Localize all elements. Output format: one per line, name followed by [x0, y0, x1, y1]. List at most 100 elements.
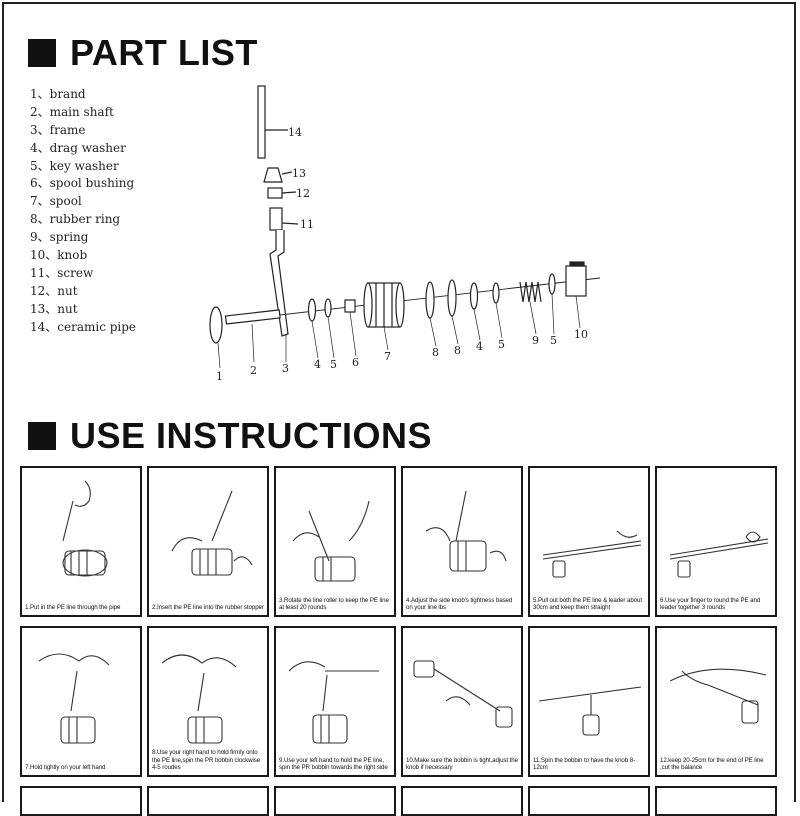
spool-bushing-part: [344, 299, 356, 313]
pipe-sketch: [308, 510, 330, 562]
knob-top: [569, 261, 585, 267]
main-shaft-part: [224, 309, 281, 325]
diagram-label: 11: [300, 218, 314, 231]
diagram-label: 3: [282, 362, 289, 375]
hand-pipe-illustration: [425, 490, 507, 572]
instruction-card: [655, 786, 777, 816]
line-pull-illustration: [542, 530, 642, 578]
diagram-label: 9: [532, 334, 539, 347]
bobbin-spin-illustration: [538, 686, 642, 736]
spool-end: [395, 282, 405, 328]
instruction-card: 4.Adjust the side knob's tightness based…: [401, 466, 523, 617]
step-caption: 2.Insert the PE line into the rubber sto…: [152, 604, 264, 612]
hand-bobbin-illustration: [38, 653, 110, 744]
spring-part: [519, 281, 542, 303]
instruction-card: 8.Use your right hand to hold firmly ont…: [147, 626, 269, 777]
brand-part: [209, 306, 223, 344]
line-sketch: [669, 538, 769, 556]
part-list-title: PART LIST: [70, 32, 258, 73]
part-item: 14、ceramic pipe: [30, 319, 137, 334]
step-caption: 12.keep 20-25cm for the end of PE line ,…: [660, 756, 764, 772]
drag-washer-part: [307, 298, 317, 322]
leader-line: [217, 342, 221, 369]
hand-sketch: [288, 661, 326, 672]
pipe-sketch: [197, 672, 205, 712]
nut-part: [263, 167, 283, 183]
hand-sketch: [425, 527, 451, 542]
instruction-card: 12.keep 20-25cm for the end of PE line ,…: [655, 626, 777, 777]
hand-sketch: [171, 537, 203, 552]
bobbin-sketch: [552, 560, 566, 578]
pipe-sketch: [455, 490, 467, 542]
instruction-card: 2.Insert the PE line into the rubber sto…: [147, 466, 269, 617]
hand-sketch: [74, 480, 91, 507]
step-caption: 1.Put in the PE line through the pipe: [25, 604, 121, 612]
knob-part: [565, 265, 587, 297]
bobbin-sketch: [413, 660, 435, 678]
diagram-label: 6: [352, 356, 359, 369]
page-border: [2, 2, 796, 802]
diagram-label: 5: [550, 334, 557, 347]
hand-sketch: [445, 696, 471, 706]
line-sketch: [433, 668, 501, 712]
leader-line: [429, 317, 437, 347]
part-item: 12、nut: [30, 283, 78, 298]
hand-pipe-illustration: [292, 500, 370, 582]
hand-pipe-illustration: [62, 480, 108, 577]
bobbin-sketch: [64, 550, 106, 576]
diagram-label: 4: [314, 358, 321, 371]
hand-sketch: [745, 531, 761, 543]
rubber-ring-part: [425, 281, 435, 319]
line-sketch: [669, 542, 769, 560]
instruction-card: 11.Spin the bobbin to have the knob 8-12…: [528, 626, 650, 777]
instruction-card: [401, 786, 523, 816]
step-caption: 7.Hold tightly on your left hand: [25, 764, 106, 772]
leader-line: [281, 171, 293, 175]
leader-line: [473, 308, 481, 341]
step-caption: 9.Use your left hand to hold the PE line…: [279, 756, 388, 772]
instruction-card: 7.Hold tightly on your left hand: [20, 626, 142, 777]
instruction-card: [147, 786, 269, 816]
leader-line: [575, 295, 581, 329]
step-caption: 10.Make sure the bobbin is tight,adjust …: [406, 756, 518, 772]
pipe-sketch: [70, 670, 78, 712]
leader-line: [349, 311, 357, 357]
instruction-card: 6.Use your finger to round the PE and le…: [655, 466, 777, 617]
pipe-sketch: [211, 490, 233, 542]
part-item: 11、screw: [30, 265, 94, 280]
bobbin-sketch: [314, 556, 356, 582]
diagram-label: 12: [296, 187, 310, 200]
hand-pipe-illustration: [171, 490, 253, 576]
part-item: 6、spool bushing: [30, 176, 135, 191]
instruction-card: 10.Make sure the bobbin is tight,adjust …: [401, 626, 523, 777]
line-sketch: [542, 544, 642, 560]
part-item: 2、main shaft: [30, 104, 114, 119]
instruction-card: 5.Pull out both the PE line & leader abo…: [528, 466, 650, 617]
bobbin-sketch: [449, 540, 487, 572]
part-item: 1、brand: [30, 87, 86, 101]
bobbin-sketch: [741, 700, 759, 724]
use-instructions-title: USE INSTRUCTIONS: [70, 415, 433, 456]
use-instructions-heading: USE INSTRUCTIONS: [28, 415, 432, 457]
diagram-label: 8: [454, 344, 461, 357]
frame-part: [269, 230, 289, 337]
leader-line: [281, 222, 299, 225]
hand-sketch: [233, 556, 253, 566]
instruction-card: [20, 786, 142, 816]
leader-line: [311, 320, 319, 359]
diagram-label: 5: [330, 358, 337, 371]
step-caption: 4.Adjust the side knob's tightness based…: [406, 596, 513, 612]
leader-line: [327, 316, 335, 359]
part-item: 5、key washer: [30, 158, 119, 173]
instruction-grid: 1.Put in the PE line through the pipe 2.…: [20, 466, 777, 816]
part-item: 10、knob: [30, 248, 88, 263]
hand-sketch: [616, 530, 638, 538]
part-item: 8、rubber ring: [30, 212, 121, 227]
hand-bobbin-illustration: [161, 654, 237, 744]
rubber-ring-part: [447, 279, 457, 317]
instruction-card: 1.Put in the PE line through the pipe: [20, 466, 142, 617]
bobbin-sketch: [677, 560, 691, 578]
line-wrap-illustration: [669, 531, 769, 578]
step-caption: 6.Use your finger to round the PE and le…: [660, 596, 761, 612]
leader-line: [281, 191, 297, 194]
